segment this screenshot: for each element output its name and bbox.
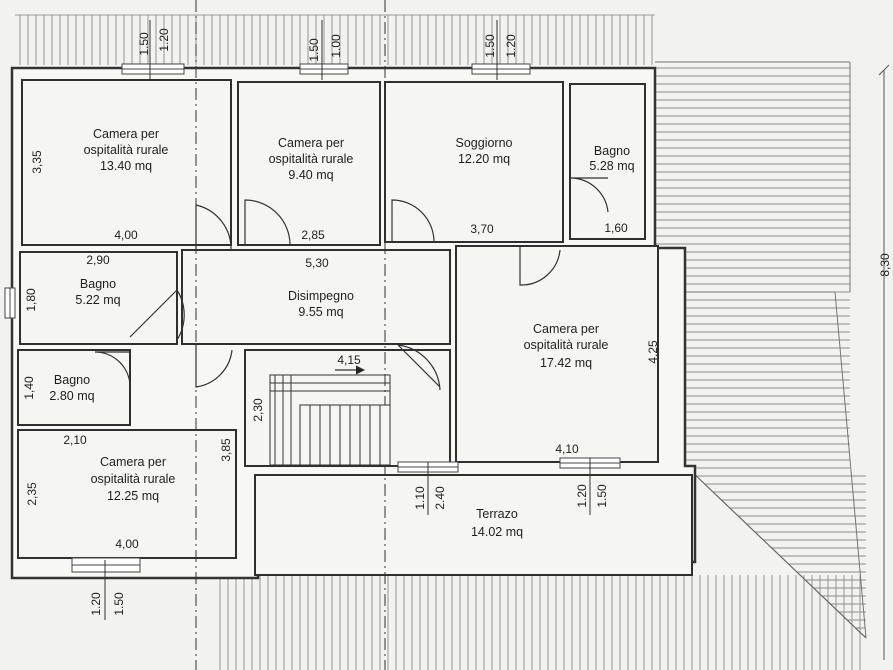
window1-top-dim: 1.20 (157, 28, 171, 52)
soggiorno-label: Soggiorno (456, 136, 513, 150)
camera1-area: 13.40 mq (100, 159, 152, 173)
camera1-height-dim: 3,35 (30, 150, 44, 174)
stair-height-dim: 2,30 (251, 398, 265, 422)
bagno-small-label: Bagno (54, 373, 90, 387)
camera1-label-line1: Camera per (93, 127, 159, 141)
disimpegno-label: Disimpegno (288, 289, 354, 303)
camera3-room (455, 245, 659, 463)
disimpegno-width-dim: 5,30 (305, 256, 329, 270)
camera3-area: 17.42 mq (540, 356, 592, 370)
soggiorno-area: 12.20 mq (458, 152, 510, 166)
bagno-top-room (569, 83, 646, 240)
camera2-label-line1: Camera per (278, 136, 344, 150)
bagno-mid-label: Bagno (80, 277, 116, 291)
camera2-width-dim: 2,85 (301, 228, 325, 242)
window4-top-dim: 1.20 (89, 592, 103, 616)
window4-bottom-dim: 1.50 (112, 592, 126, 616)
camera2-label-line2: ospitalità rurale (269, 152, 354, 166)
camera3-height-dim: 4,25 (646, 340, 660, 364)
disimpegno-area: 9.55 mq (298, 305, 343, 319)
window1-bottom-dim: 1.50 (137, 32, 151, 56)
bagno-mid-width-dim: 2,90 (86, 253, 110, 267)
dimension-labels: 1.20 1.50 1.00 1.50 1.20 1.50 3,35 4,00 … (22, 20, 892, 620)
bagno-mid-height-dim: 1,80 (24, 288, 38, 312)
camera3-label-line2: ospitalità rurale (524, 338, 609, 352)
camera4-width-dim: 4,00 (115, 537, 139, 551)
room-interiors (17, 79, 693, 576)
disimpegno-room (181, 249, 451, 345)
doors (94, 177, 609, 391)
window5-bottom-dim: 1.50 (595, 484, 609, 508)
camera2-room (237, 81, 381, 246)
overall-height-dim: 8,30 (878, 253, 892, 277)
window3-top-dim: 1.20 (504, 34, 518, 58)
corridor-height-dim: 3,85 (219, 438, 233, 462)
bagno-top-width-dim: 1,60 (604, 221, 628, 235)
camera1-label-line2: ospitalità rurale (84, 143, 169, 157)
camera1-width-dim: 4,00 (114, 228, 138, 242)
bagno-mid-room (19, 251, 178, 345)
terrazzo-label: Terrazo (476, 507, 518, 521)
bagno-top-area: 5.28 mq (589, 159, 634, 173)
camera2-area: 9.40 mq (288, 168, 333, 182)
window5-top-dim: 1.20 (575, 484, 589, 508)
window2-top-dim: 1.00 (329, 34, 343, 58)
camera3-label-line1: Camera per (533, 322, 599, 336)
axis-lines (195, 0, 386, 670)
camera3-width-dim: 4,10 (555, 442, 579, 456)
stair-width-dim: 4,15 (337, 353, 361, 367)
bagno-small-width-dim: 2,10 (63, 433, 87, 447)
bagno-top-label: Bagno (594, 144, 630, 158)
roof-hatching (15, 14, 867, 670)
camera4-area: 12.25 mq (107, 489, 159, 503)
camera4-height-dim: 2,35 (25, 482, 39, 506)
bagno-mid-area: 5.22 mq (75, 293, 120, 307)
bagno-small-room (17, 349, 131, 426)
bagno-small-area: 2.80 mq (49, 389, 94, 403)
terrazzo-room (254, 474, 693, 576)
camera4-label-line1: Camera per (100, 455, 166, 469)
window6-bottom-dim: 2.40 (433, 486, 447, 510)
camera4-room (17, 429, 237, 559)
overall-dimension-line (878, 64, 890, 660)
room-labels: Camera per ospitalità rurale 13.40 mq Ca… (49, 127, 634, 539)
camera4-label-line2: ospitalità rurale (91, 472, 176, 486)
soggiorno-width-dim: 3,70 (470, 222, 494, 236)
window6-top-dim: 1.10 (413, 486, 427, 510)
terrazzo-area: 14.02 mq (471, 525, 523, 539)
soggiorno-room (384, 81, 564, 243)
staircase (269, 365, 391, 466)
window2-bottom-dim: 1.50 (307, 38, 321, 62)
bagno-small-height-dim: 1,40 (22, 376, 36, 400)
window3-bottom-dim: 1.50 (483, 34, 497, 58)
